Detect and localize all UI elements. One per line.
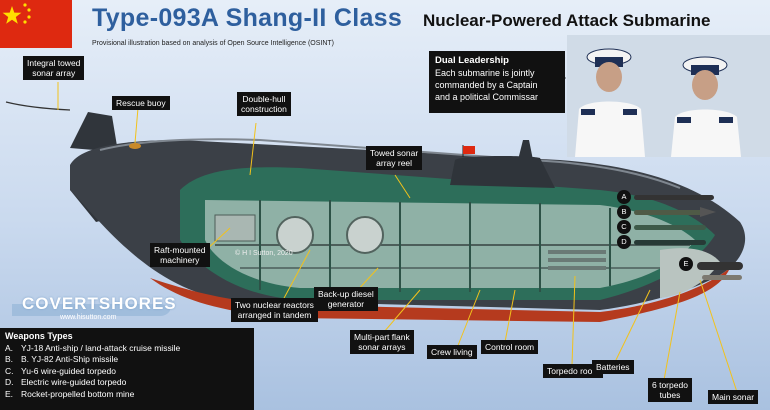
- covertshores-logo: COVERTSHORES www.hisutton.com: [10, 290, 176, 328]
- torpedo-racks: [548, 250, 606, 270]
- page-title: Type-093A Shang-II Class: [92, 4, 403, 32]
- sail: [450, 155, 555, 188]
- china-flag-icon: [0, 0, 72, 48]
- dual-leadership-line: and a political Commissar: [435, 92, 539, 102]
- weapon-row: D.Electric wire-guided torpedo: [5, 377, 127, 387]
- logo-name: COVERTSHORES: [22, 294, 177, 313]
- hull-highlight: [99, 138, 681, 189]
- towed-array-cable: [5, 101, 71, 111]
- label-control-room: Control room: [481, 340, 539, 354]
- bow-sonar: [660, 248, 720, 298]
- weapon-row: C.Yu-6 wire-guided torpedo: [5, 365, 116, 376]
- machinery-block: [214, 214, 256, 242]
- dual-leadership-line: Each submarine is jointly: [435, 68, 535, 78]
- weapons-heading: Weapons Types: [5, 331, 73, 341]
- weapon-row: E.Rocket-propelled bottom mine: [5, 388, 135, 399]
- reactor-1: [276, 216, 314, 254]
- copyright-credit: © H I Sutton, 2020: [235, 250, 293, 257]
- label-batteries: Batteries: [592, 360, 634, 374]
- leader-lines: [57, 82, 738, 393]
- bulkheads: [259, 200, 611, 292]
- page-subtitle: Nuclear-Powered Attack Submarine: [423, 11, 711, 30]
- rescue-buoy-icon: [129, 143, 141, 149]
- label-torpedo-room: Torpedo room: [543, 364, 604, 378]
- dual-leadership-heading: Dual Leadership: [435, 55, 509, 66]
- provisional-note: Provisional illustration based on analys…: [92, 40, 335, 47]
- sail-flag-icon: [463, 146, 475, 154]
- weapon-badge-a: A: [617, 190, 631, 204]
- officer-1: [575, 48, 645, 157]
- weapon-badge-d: D: [617, 235, 631, 249]
- label-rescue-buoy: Rescue buoy: [112, 96, 170, 110]
- label-main-sonar: Main sonar: [708, 390, 759, 404]
- officers-photo: [567, 35, 770, 157]
- weapon-badge-b: B: [617, 205, 631, 219]
- weapon-badge-c: C: [617, 220, 631, 234]
- reactor-2: [346, 216, 384, 254]
- label-crew-living: Crew living: [427, 345, 477, 359]
- weapons-types-box: Weapons Types A.YJ-18 Anti-ship / land-a…: [0, 328, 254, 410]
- weapons-illustrations: [634, 195, 743, 280]
- upper-rudder: [70, 112, 118, 152]
- logo-url: www.hisutton.com: [60, 314, 117, 321]
- weapon-badge-e: E: [679, 257, 693, 271]
- weapon-row: A.YJ-18 Anti-ship / land-attack cruise m…: [5, 342, 181, 353]
- mast: [518, 140, 533, 160]
- dual-leadership-box: Dual Leadership Each submarine is jointl…: [429, 51, 565, 113]
- officer-2: [671, 56, 741, 157]
- weapon-row: B.B. YJ-82 Anti-Ship missile: [5, 354, 119, 364]
- dual-leadership-line: commanded by a Captain: [435, 80, 538, 90]
